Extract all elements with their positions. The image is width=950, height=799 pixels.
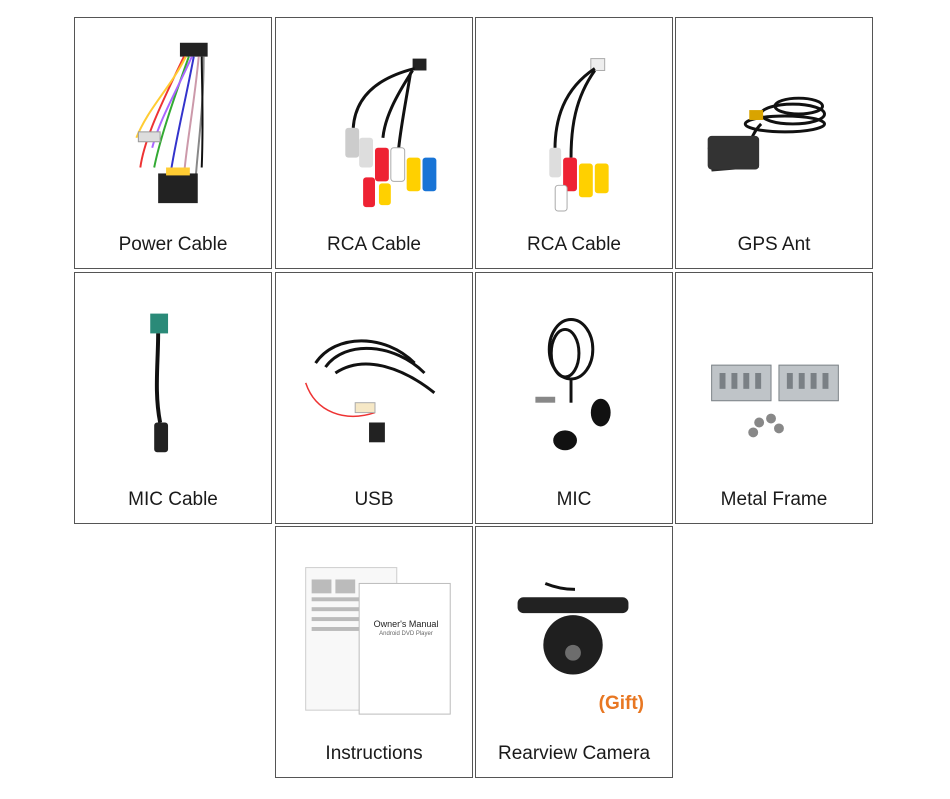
microphone-icon — [535, 318, 611, 451]
item-label: Instructions — [325, 743, 423, 764]
item-rca-cable: RCA Cable — [275, 17, 473, 269]
usb-cable-icon — [304, 339, 436, 443]
mic-cable-icon — [150, 313, 169, 453]
item-label: Power Cable — [118, 234, 228, 255]
item-label: RCA Cable — [327, 234, 421, 255]
item-label: MIC Cable — [128, 489, 218, 510]
gift-badge: (Gift) — [598, 693, 644, 714]
item-instructions: Owner's Manual Android DVD Player Instru… — [275, 526, 473, 778]
item-label: RCA Cable — [527, 234, 621, 255]
item-mic: MIC — [475, 272, 673, 524]
item-label: USB — [354, 489, 394, 510]
rca-cable-small-icon — [549, 58, 609, 212]
item-metal-frame: Metal Frame — [675, 272, 873, 524]
item-rca-cable: RCA Cable — [475, 17, 673, 269]
item-label: GPS Ant — [737, 234, 811, 255]
rca-cable-large-icon — [345, 58, 437, 208]
manual-subtitle: Android DVD Player — [379, 631, 433, 637]
power-cable-harness-icon — [135, 42, 208, 204]
gps-antenna-icon — [707, 96, 826, 172]
item-rearview-camera: (Gift) Rearview Camera — [475, 526, 673, 778]
item-label: Rearview Camera — [497, 743, 651, 764]
manual-title: Owner's Manual — [373, 619, 439, 629]
item-label: MIC — [556, 489, 592, 510]
item-label: Metal Frame — [720, 489, 828, 510]
item-usb: USB — [275, 272, 473, 524]
item-mic-cable: MIC Cable — [74, 272, 272, 524]
metal-frame-brackets-icon — [711, 364, 839, 438]
owners-manual-icon — [305, 567, 451, 715]
item-gps-ant: GPS Ant — [675, 17, 873, 269]
item-power-cable: Power Cable — [74, 17, 272, 269]
rearview-camera-icon — [517, 582, 629, 675]
